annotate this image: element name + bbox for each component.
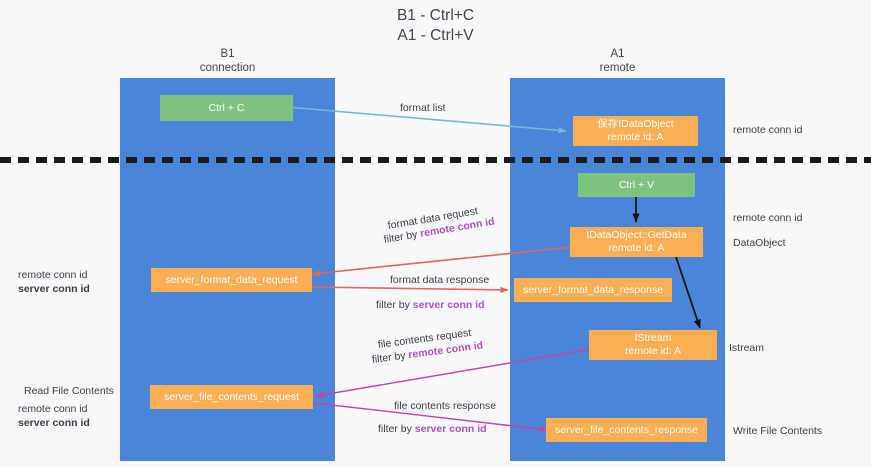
filter-by-text-3: filter by	[371, 349, 410, 366]
annotation-left-server-conn-id-2: server conn id	[18, 417, 90, 429]
edge-label-format-data-response-filter: filter by server conn id	[376, 299, 485, 312]
node-ctrl-v[interactable]: Ctrl + V	[578, 173, 695, 197]
filter-by-text-2: filter by	[376, 299, 413, 311]
node-server-format-data-request-label: server_format_data_request	[165, 273, 298, 286]
filter-key-server-conn-id-1: server conn id	[412, 299, 485, 311]
lane-header-b1-role: connection	[199, 61, 256, 74]
title-line-1: B1 - Ctrl+C	[396, 7, 475, 24]
lane-header-b1: B1 connection	[120, 48, 335, 75]
filter-key-server-conn-id-2: server conn id	[414, 423, 487, 435]
annotation-right-remote-conn-id-mid: remote conn id	[733, 212, 803, 224]
node-save-idataobject-line2: remote id: A	[607, 131, 664, 143]
annotation-right-istream: Istream	[729, 342, 765, 354]
edge-label-format-list: format list	[400, 102, 446, 114]
annotation-left-server-conn-id-1: server conn id	[18, 283, 90, 295]
lane-header-a1-name: A1	[610, 48, 625, 60]
connector-format-data-response	[311, 286, 509, 294]
node-save-idataobject[interactable]: 保存IDataObject remote id: A	[573, 116, 698, 146]
node-istream-line2: remote id: A	[624, 345, 682, 357]
title-line-2: A1 - Ctrl+V	[397, 27, 474, 44]
node-server-file-contents-request-label: server_file_contents_request	[164, 390, 299, 403]
annotation-left-read-file-contents: Read File Contents	[24, 385, 114, 397]
node-istream[interactable]: IStream remote id: A	[589, 330, 717, 360]
node-idataobject-getdata[interactable]: IDataObject::GetData remote id: A	[570, 227, 703, 257]
page-title: B1 - Ctrl+C A1 - Ctrl+V	[0, 6, 871, 46]
annotation-right-dataobject: DataObject	[733, 237, 786, 249]
node-server-format-data-response-label: server_format_data_response	[522, 283, 664, 296]
node-server-file-contents-response-label: server_file_contents_response	[554, 423, 698, 436]
node-server-format-data-request[interactable]: server_format_data_request	[151, 268, 312, 292]
annotation-left-remote-conn-id-2: remote conn id	[18, 403, 88, 415]
edge-label-format-data-response: format data response	[390, 274, 490, 286]
lane-header-b1-name: B1	[220, 48, 235, 60]
node-ctrl-c-label: Ctrl + C	[208, 101, 245, 114]
annotation-right-remote-conn-id-top: remote conn id	[733, 124, 803, 136]
node-server-file-contents-response[interactable]: server_file_contents_response	[546, 418, 707, 442]
node-save-idataobject-line1: 保存IDataObject	[597, 118, 674, 130]
phase-divider	[0, 157, 871, 163]
filter-by-text-4: filter by	[378, 423, 415, 435]
node-idataobject-getdata-line2: remote id: A	[608, 242, 665, 254]
node-idataobject-getdata-line1: IDataObject::GetData	[586, 229, 687, 241]
node-ctrl-v-label: Ctrl + V	[618, 178, 655, 191]
annotation-left-remote-conn-id-1: remote conn id	[18, 269, 88, 281]
edge-label-file-contents-response: file contents response	[394, 400, 497, 412]
node-server-format-data-response[interactable]: server_format_data_response	[514, 278, 672, 302]
annotation-right-write-file-contents: Write File Contents	[733, 425, 823, 437]
lane-header-a1-role: remote	[599, 61, 636, 74]
node-ctrl-c[interactable]: Ctrl + C	[160, 95, 293, 121]
node-istream-line1: IStream	[634, 332, 672, 344]
node-server-file-contents-request[interactable]: server_file_contents_request	[150, 385, 313, 409]
edge-label-file-contents-response-filter: filter by server conn id	[378, 423, 487, 436]
lane-header-a1: A1 remote	[510, 48, 725, 75]
